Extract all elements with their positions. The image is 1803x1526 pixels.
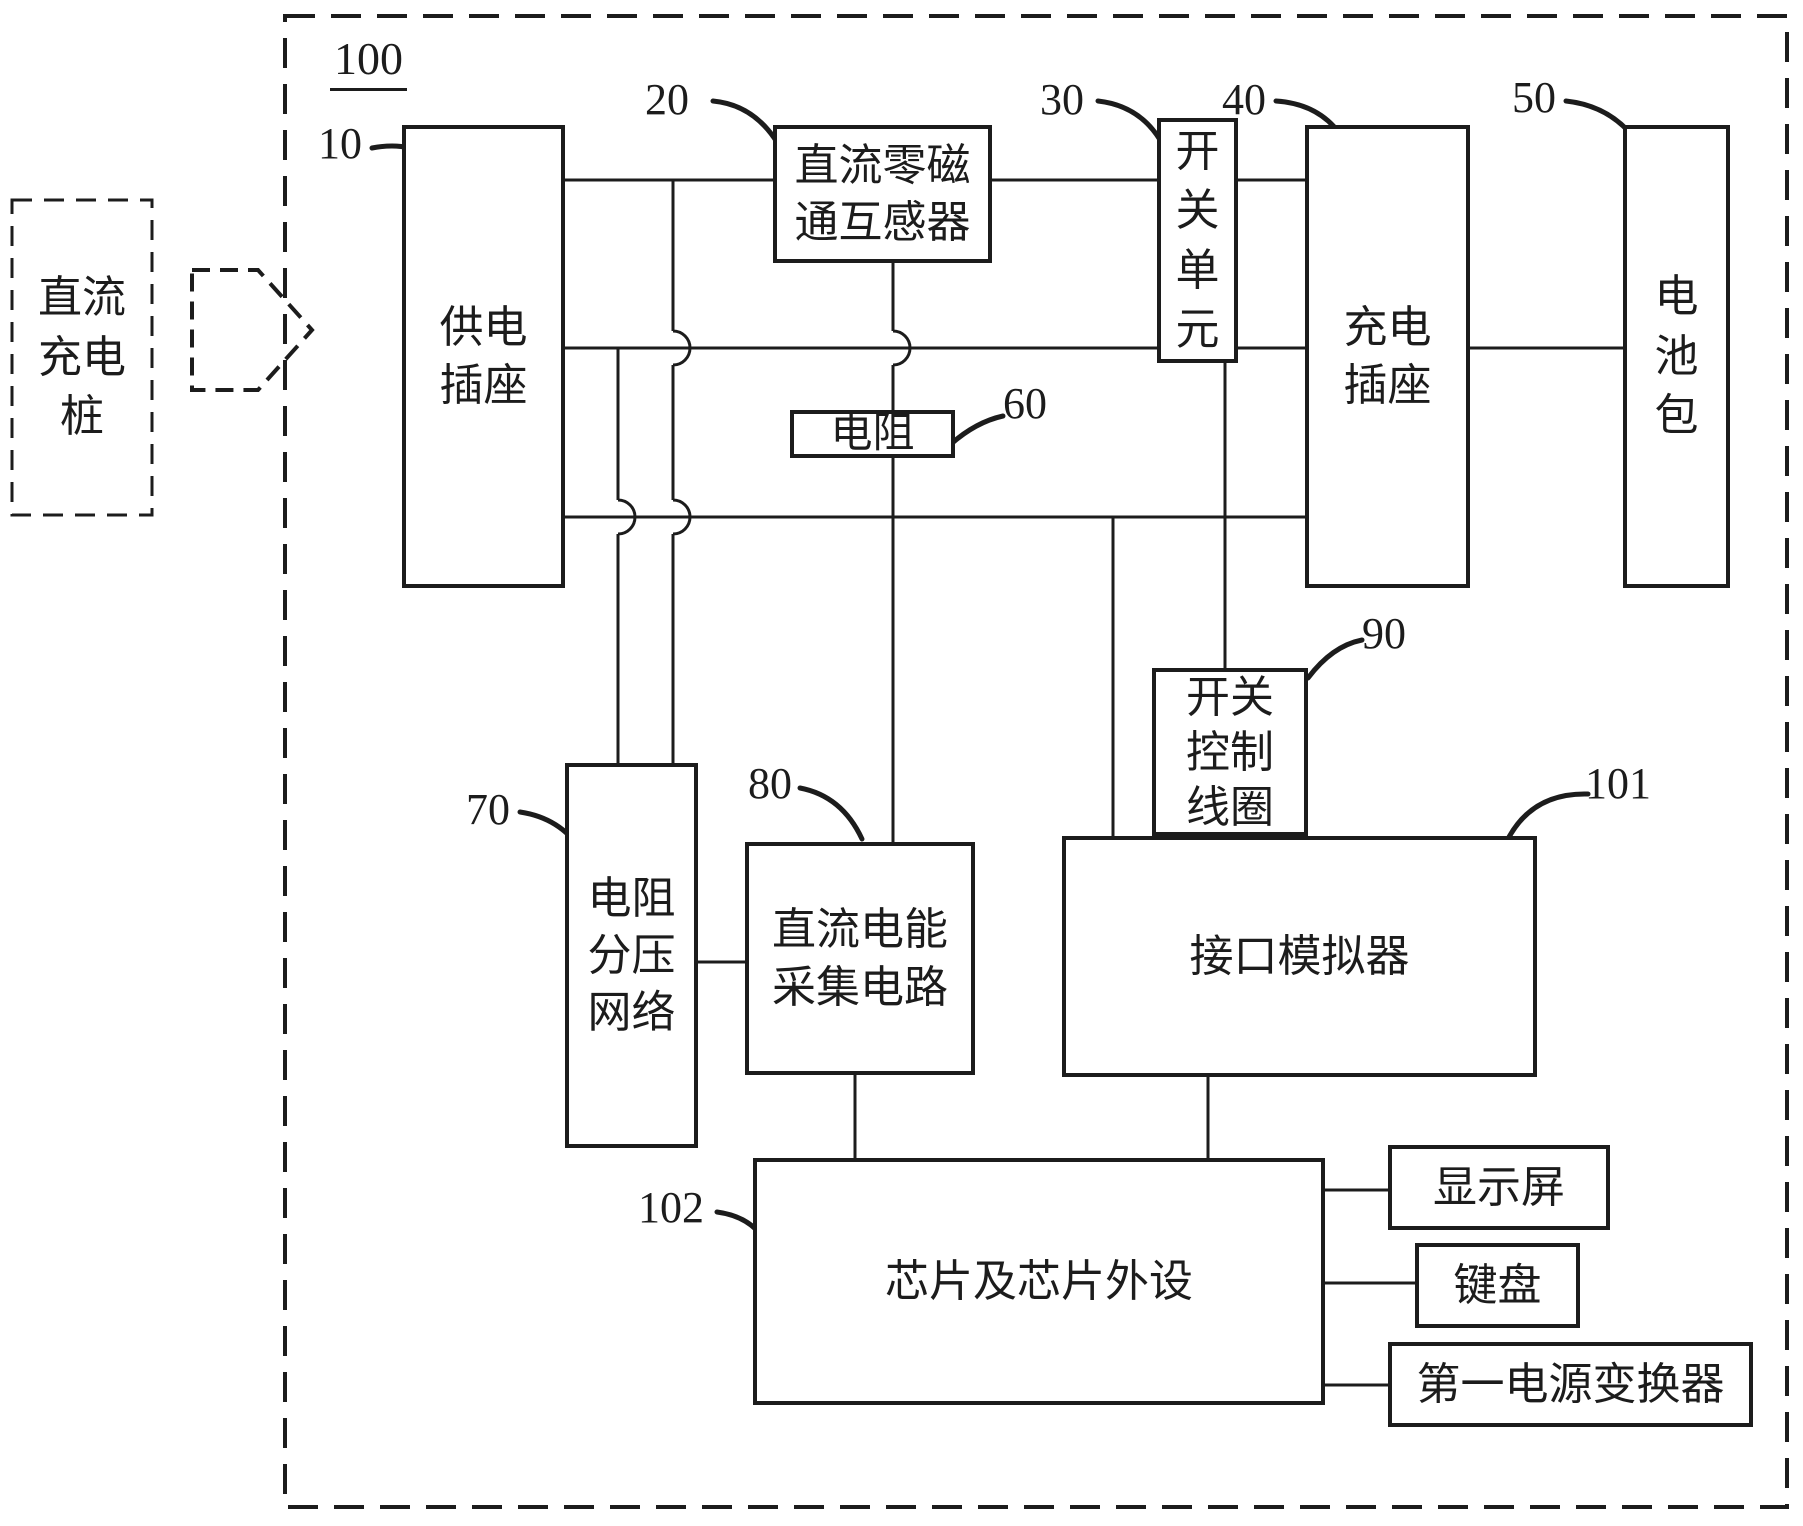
block-power-supply-socket: 供电插座 <box>402 125 565 588</box>
hop-arc <box>892 329 912 367</box>
leader-90 <box>1305 637 1365 681</box>
ref-20: 20 <box>645 75 689 124</box>
block-battery-pack: 电池包 <box>1623 125 1730 588</box>
block-display-screen: 显示屏 <box>1388 1145 1610 1230</box>
hop-arc <box>617 498 637 536</box>
block-power-supply-socket-label: 供电插座 <box>439 303 528 410</box>
block-switch-unit: 开关单元 <box>1157 118 1238 363</box>
ref-90: 90 <box>1362 609 1406 658</box>
ref-50: 50 <box>1512 73 1556 122</box>
block-dc-zero-flux-transformer-label: 直流零磁通互感器 <box>794 140 971 247</box>
block-resistor: 电阻 <box>790 410 955 458</box>
block-keyboard-label: 键盘 <box>1453 1260 1542 1310</box>
block-resistor-divider-network-label: 电阻分压网络 <box>587 873 676 1038</box>
wire-group <box>565 178 1623 1387</box>
block-chip-and-peripherals-label: 芯片及芯片外设 <box>885 1256 1193 1306</box>
ref-70: 70 <box>466 785 510 834</box>
ref-101: 101 <box>1585 759 1651 808</box>
dc-charging-pile-label-box: 直流充电桩 <box>12 200 152 515</box>
block-dc-energy-acquisition-circuit-label: 直流电能采集电路 <box>772 905 948 1012</box>
leader-60 <box>948 413 1006 447</box>
boundary-dashed-border <box>283 14 1789 1509</box>
block-resistor-divider-network: 电阻分压网络 <box>565 763 698 1148</box>
hop-arc <box>672 498 692 536</box>
block-charging-socket: 充电插座 <box>1305 125 1470 588</box>
block-first-power-converter: 第一电源变换器 <box>1388 1342 1753 1427</box>
dc-charging-pile-label: 直流充电桩 <box>38 273 126 442</box>
leader-80 <box>797 785 865 842</box>
block-chip-and-peripherals: 芯片及芯片外设 <box>753 1158 1325 1405</box>
block-keyboard: 键盘 <box>1415 1243 1580 1328</box>
ref-60: 60 <box>1003 379 1047 428</box>
ref-80: 80 <box>748 759 792 808</box>
block-dc-energy-acquisition-circuit: 直流电能采集电路 <box>745 842 975 1075</box>
hop-arc <box>672 329 692 367</box>
block-battery-pack-label: 电池包 <box>1654 272 1699 441</box>
block-charging-socket-label: 充电插座 <box>1343 303 1432 410</box>
block-interface-simulator: 接口模拟器 <box>1062 836 1537 1077</box>
ref-102: 102 <box>638 1183 704 1232</box>
block-dc-zero-flux-transformer: 直流零磁通互感器 <box>773 125 992 263</box>
plug-arrow-icon <box>190 268 315 392</box>
block-resistor-label: 电阻 <box>830 411 915 457</box>
block-switch-control-coil-label: 开关控制线圈 <box>1186 672 1274 832</box>
block-interface-simulator-label: 接口模拟器 <box>1189 931 1410 981</box>
block-first-power-converter-label: 第一电源变换器 <box>1416 1359 1725 1409</box>
block-switch-control-coil: 开关控制线圈 <box>1152 668 1308 836</box>
ref-100: 100 <box>330 36 407 91</box>
leader-30 <box>1095 98 1166 148</box>
block-switch-unit-label: 开关单元 <box>1175 126 1220 354</box>
ref-10: 10 <box>318 119 362 168</box>
block-display-screen-label: 显示屏 <box>1433 1162 1565 1212</box>
dc-charging-pile-dashed-box <box>10 198 154 517</box>
ref-40: 40 <box>1222 75 1266 124</box>
ref-30: 30 <box>1040 75 1084 124</box>
